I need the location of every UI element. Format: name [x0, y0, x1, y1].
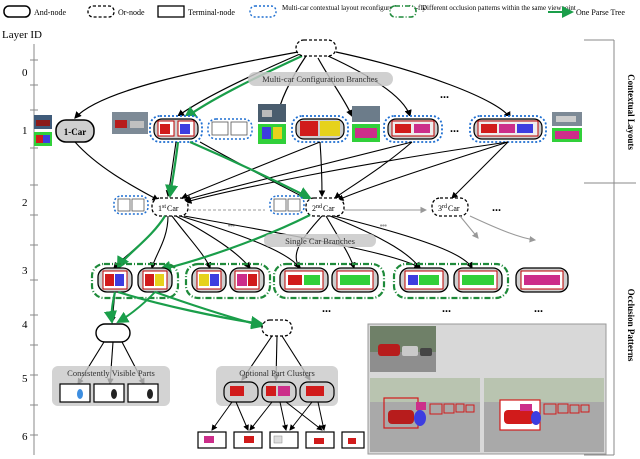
layer2-gray-ellipsis: ... [228, 218, 235, 228]
legend-parse-tree: One Parse Tree [576, 8, 625, 17]
parse-edge-l3c [116, 291, 156, 323]
layer2-ellipsis: ... [492, 200, 501, 214]
car1-or-node[interactable] [151, 197, 189, 217]
visible-parts-label: Consistently Visible Parts [67, 368, 155, 378]
optional-parts-label: Optional Part Clusters [239, 368, 315, 378]
legend-reconfig: Multi-car contextual layout reconfigured… [282, 4, 426, 12]
layer-1-nodes: 1-Car ... [34, 104, 582, 146]
example-photo-panel [367, 323, 607, 455]
optional-parts-or-node[interactable] [261, 319, 293, 337]
parse-edge-root [183, 55, 303, 120]
parse-edge-l3a [103, 291, 117, 325]
car1-label: 1stCar [158, 204, 179, 213]
or-node-legend-icon [87, 5, 115, 18]
layer3-ellipsis-3: ... [534, 301, 543, 315]
car2-or-node[interactable] [305, 197, 345, 217]
multi-branch-box [248, 72, 393, 86]
layer3-ellipsis-1: ... [322, 301, 331, 315]
reconfig-legend-icon [249, 5, 277, 18]
parse-edge-l2b [116, 215, 166, 270]
layer-1: 1 [22, 125, 28, 137]
layer-3: 3 [22, 265, 28, 277]
legend-reconfig-text: Multi-car contextual layout reconfigured… [282, 4, 426, 12]
legend-or-node: Or-node [118, 8, 145, 17]
layer-3-nodes: ... ... ... [90, 262, 569, 315]
layer3-ellipsis-2: ... [442, 301, 451, 315]
root-or-node[interactable] [295, 39, 337, 57]
layer-2: 2 [22, 197, 28, 209]
legend-occlusion: Different occlusion patterns within the … [422, 4, 576, 12]
visible-parts-and-node[interactable] [95, 323, 131, 343]
layer-4: 4 [22, 319, 28, 331]
thumb-photo-2 [258, 104, 286, 144]
layer1-ellipsis: ... [450, 121, 459, 135]
legend-and-node: And-node [34, 8, 66, 17]
layer2-gray-ellipsis-2: ... [380, 218, 387, 228]
parse-edge-l3d [154, 291, 264, 330]
edges-layer5 [211, 401, 326, 431]
edges-layer1 [74, 141, 509, 204]
thumb-photo-3 [352, 106, 380, 142]
legend-terminal-node: Terminal-node [188, 8, 235, 17]
terminal-node-legend-icon [157, 5, 185, 18]
legend-occlusion-text: Different occlusion patterns within the … [422, 4, 576, 12]
edges-layer2-gray: ... ... [188, 206, 428, 229]
thumb-photo-4 [552, 112, 582, 142]
one-car-label: 1-Car [64, 127, 87, 137]
layer0-ellipsis: ... [440, 87, 449, 101]
occlusion-patterns-label: Occlusion Patterns [626, 289, 636, 362]
layer-6: 6 [22, 431, 28, 443]
axis-ticks [30, 59, 38, 436]
parse-edge-l2 [157, 214, 311, 274]
and-node-legend-icon [3, 5, 31, 18]
multi-branch-label: Multi-car Configuration Branches [262, 74, 378, 84]
layer-5: 5 [22, 373, 28, 385]
layer-6-nodes [197, 431, 365, 449]
parse-edge-l1 [165, 141, 180, 199]
layer-0: 0 [22, 67, 28, 79]
occlusion-group-4[interactable] [392, 262, 510, 300]
layer-2-nodes: 1stCar 2ndCar 3rdCar ... [113, 195, 501, 217]
single-branch-box [264, 234, 376, 247]
car3-label: 3rdCar [438, 204, 460, 213]
layer-5-nodes: Consistently Visible Parts Optional Part… [52, 366, 338, 406]
car3-or-node[interactable] [431, 197, 469, 217]
occlusion-group-2[interactable] [184, 262, 272, 300]
thumb-one-car [34, 115, 52, 146]
layer-axis: Layer ID 0 1 2 3 4 5 6 [2, 29, 42, 455]
side-brackets [584, 39, 636, 456]
parse-edge-l1b [189, 140, 312, 199]
occlusion-group-3[interactable] [272, 262, 386, 300]
axis-title: Layer ID [2, 29, 42, 41]
car2-label: 2ndCar [312, 204, 335, 213]
single-branch-label: Single Car Branches [285, 236, 355, 246]
contextual-layouts-label: Contextual Layouts [626, 74, 636, 150]
thumb-photo-1 [112, 112, 148, 134]
layer3-gray-edges [459, 215, 537, 243]
legend: And-node Or-node Terminal-node Multi-car… [3, 4, 625, 18]
occlusion-legend-icon [389, 5, 417, 18]
